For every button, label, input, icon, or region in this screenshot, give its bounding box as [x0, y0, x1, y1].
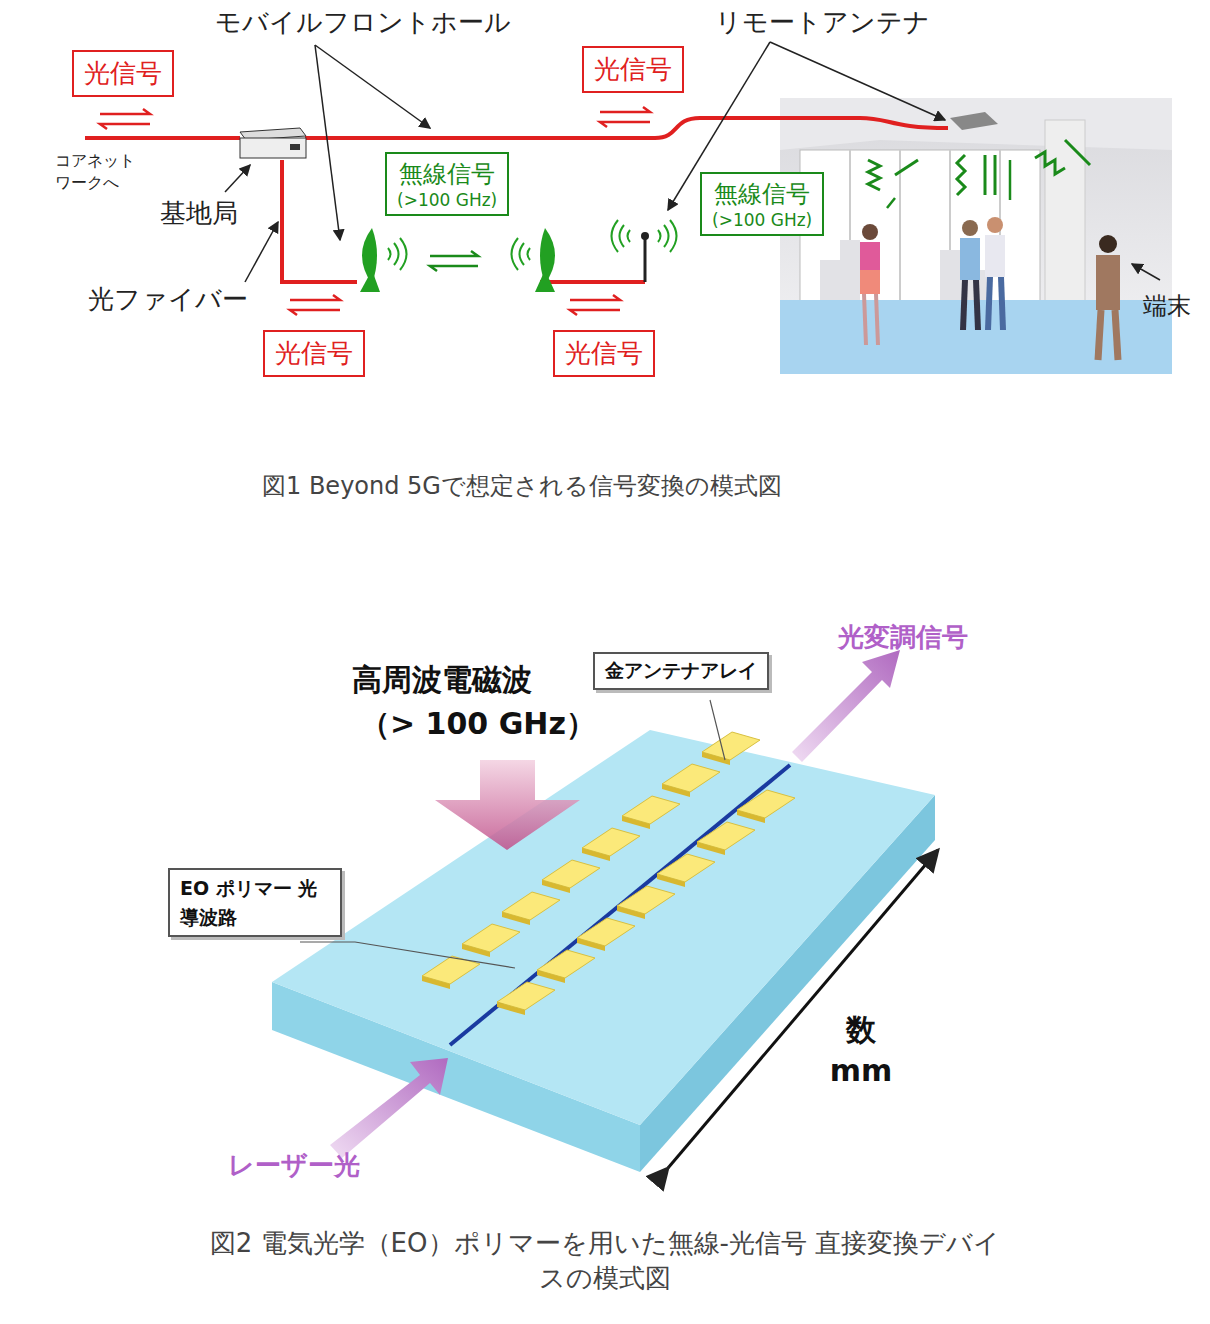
box-text: 無線信号: [397, 158, 497, 190]
label: 数 mm: [826, 1010, 896, 1091]
label: コアネット ワークへ: [55, 150, 150, 193]
label: 光変調信号: [838, 620, 968, 655]
box-text: 光信号: [275, 336, 353, 371]
label: リモートアンテナ: [715, 5, 930, 40]
dish-antenna: [360, 228, 555, 292]
label: 光ファイバー: [88, 282, 248, 317]
callout-box: EO ポリマー 光導波路: [168, 868, 342, 937]
label: （> 100 GHz）: [360, 704, 596, 745]
label: レーザー光: [228, 1148, 360, 1183]
figure-caption: 図2 電気光学（EO）ポリマーを用いた無線-光信号 直接変換デバイスの模式図: [200, 1226, 1010, 1296]
box-text: 光信号: [84, 56, 162, 91]
label: 端末: [1143, 290, 1191, 322]
label: モバイルフロントホール: [215, 5, 511, 40]
box-text: 無線信号: [712, 178, 812, 210]
signal-box: 光信号: [72, 50, 174, 97]
optical-fiber: [85, 118, 948, 282]
signal-box: 光信号: [263, 330, 365, 377]
wireless-wave: [868, 140, 1090, 195]
label: 高周波電磁波: [352, 660, 532, 701]
box-text: 光信号: [565, 336, 643, 371]
base-station: [240, 128, 306, 158]
box-subtext: (>100 GHz): [397, 190, 497, 210]
box-subtext: (>100 GHz): [712, 210, 812, 230]
signal-box: 光信号: [553, 330, 655, 377]
callout-box: 金アンテナアレイ: [593, 652, 769, 690]
signal-box: 光信号: [582, 46, 684, 93]
signal-box: 無線信号(>100 GHz): [385, 152, 509, 216]
box-text: 金アンテナアレイ: [605, 658, 757, 684]
label: 基地局: [160, 196, 238, 231]
figure-caption: 図1 Beyond 5Gで想定される信号変換の模式図: [262, 470, 962, 502]
box-text: 光信号: [594, 52, 672, 87]
box-text: EO ポリマー 光導波路: [180, 874, 330, 931]
signal-box: 無線信号(>100 GHz): [700, 172, 824, 236]
device-slab: [272, 730, 935, 1172]
room-scene: [780, 98, 1172, 374]
